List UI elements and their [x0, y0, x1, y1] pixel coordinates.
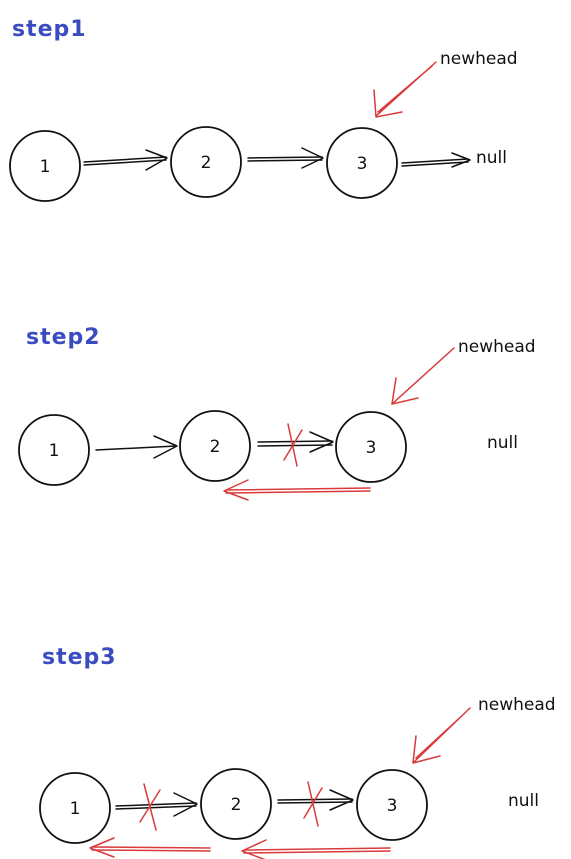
step2-group: step2 1 2 3 null [18, 325, 536, 501]
step3-cross-2-3 [303, 781, 323, 827]
step3-node-3-label: 3 [387, 796, 398, 816]
step3-title: step3 [42, 645, 117, 670]
step1-node-1: 1 [9, 130, 81, 202]
step3-node-2-label: 2 [231, 795, 242, 815]
step1-node-1-label: 1 [40, 157, 51, 177]
step3-reverse-arrow-2-1 [89, 837, 211, 858]
step2-reverse-arrow-3-2 [223, 479, 371, 501]
step3-cross-1-2 [139, 783, 161, 831]
step1-title: step1 [12, 17, 87, 42]
step2-node-3-label: 3 [366, 438, 377, 458]
step2-newhead-label: newhead [458, 337, 536, 357]
step3-node-1: 1 [39, 772, 111, 844]
step2-null-label: null [487, 433, 518, 453]
step2-node-3: 3 [335, 411, 407, 483]
step3-arrow-1-2 [115, 792, 198, 817]
step1-node-2-label: 2 [201, 153, 212, 173]
step1-node-2-circle [170, 126, 242, 198]
step1-arrow-2-3 [247, 147, 324, 169]
step2-cross-2-3 [283, 423, 303, 467]
step3-node-3-circle [356, 769, 428, 841]
step2-node-3-circle [335, 411, 407, 483]
step2-node-1-circle [18, 414, 90, 486]
step2-title: step2 [26, 325, 101, 350]
step1-newhead-arrow [373, 61, 437, 118]
step1-node-2: 2 [170, 126, 242, 198]
step3-node-2: 2 [200, 768, 272, 840]
step1-node-3-label: 3 [357, 154, 368, 174]
step1-arrow-1-2 [83, 149, 168, 171]
step2-node-1-label: 1 [49, 441, 60, 461]
step1-node-1-circle [9, 130, 81, 202]
step2-node-2: 2 [179, 410, 251, 482]
step1-group: step1 1 2 3 null [9, 17, 518, 202]
step3-reverse-arrow-3-2 [241, 839, 391, 859]
step1-null-label: null [476, 148, 507, 168]
step2-node-2-label: 2 [210, 437, 221, 457]
step3-node-1-circle [39, 772, 111, 844]
step1-arrow-3-null [401, 152, 471, 168]
step1-node-3-circle [326, 127, 398, 199]
step2-newhead-arrow [391, 347, 455, 405]
step1-newhead-label: newhead [440, 49, 518, 69]
step3-node-2-circle [200, 768, 272, 840]
step3-group: step3 1 2 3 [39, 645, 556, 859]
step2-node-2-circle [179, 410, 251, 482]
step3-newhead-label: newhead [478, 695, 556, 715]
step1-node-3: 3 [326, 127, 398, 199]
step3-node-1-label: 1 [70, 799, 81, 819]
step3-newhead-arrow [412, 707, 471, 764]
step3-null-label: null [508, 791, 539, 811]
step2-arrow-1-2 [95, 435, 178, 459]
step2-node-1: 1 [18, 414, 90, 486]
step3-node-3: 3 [356, 769, 428, 841]
